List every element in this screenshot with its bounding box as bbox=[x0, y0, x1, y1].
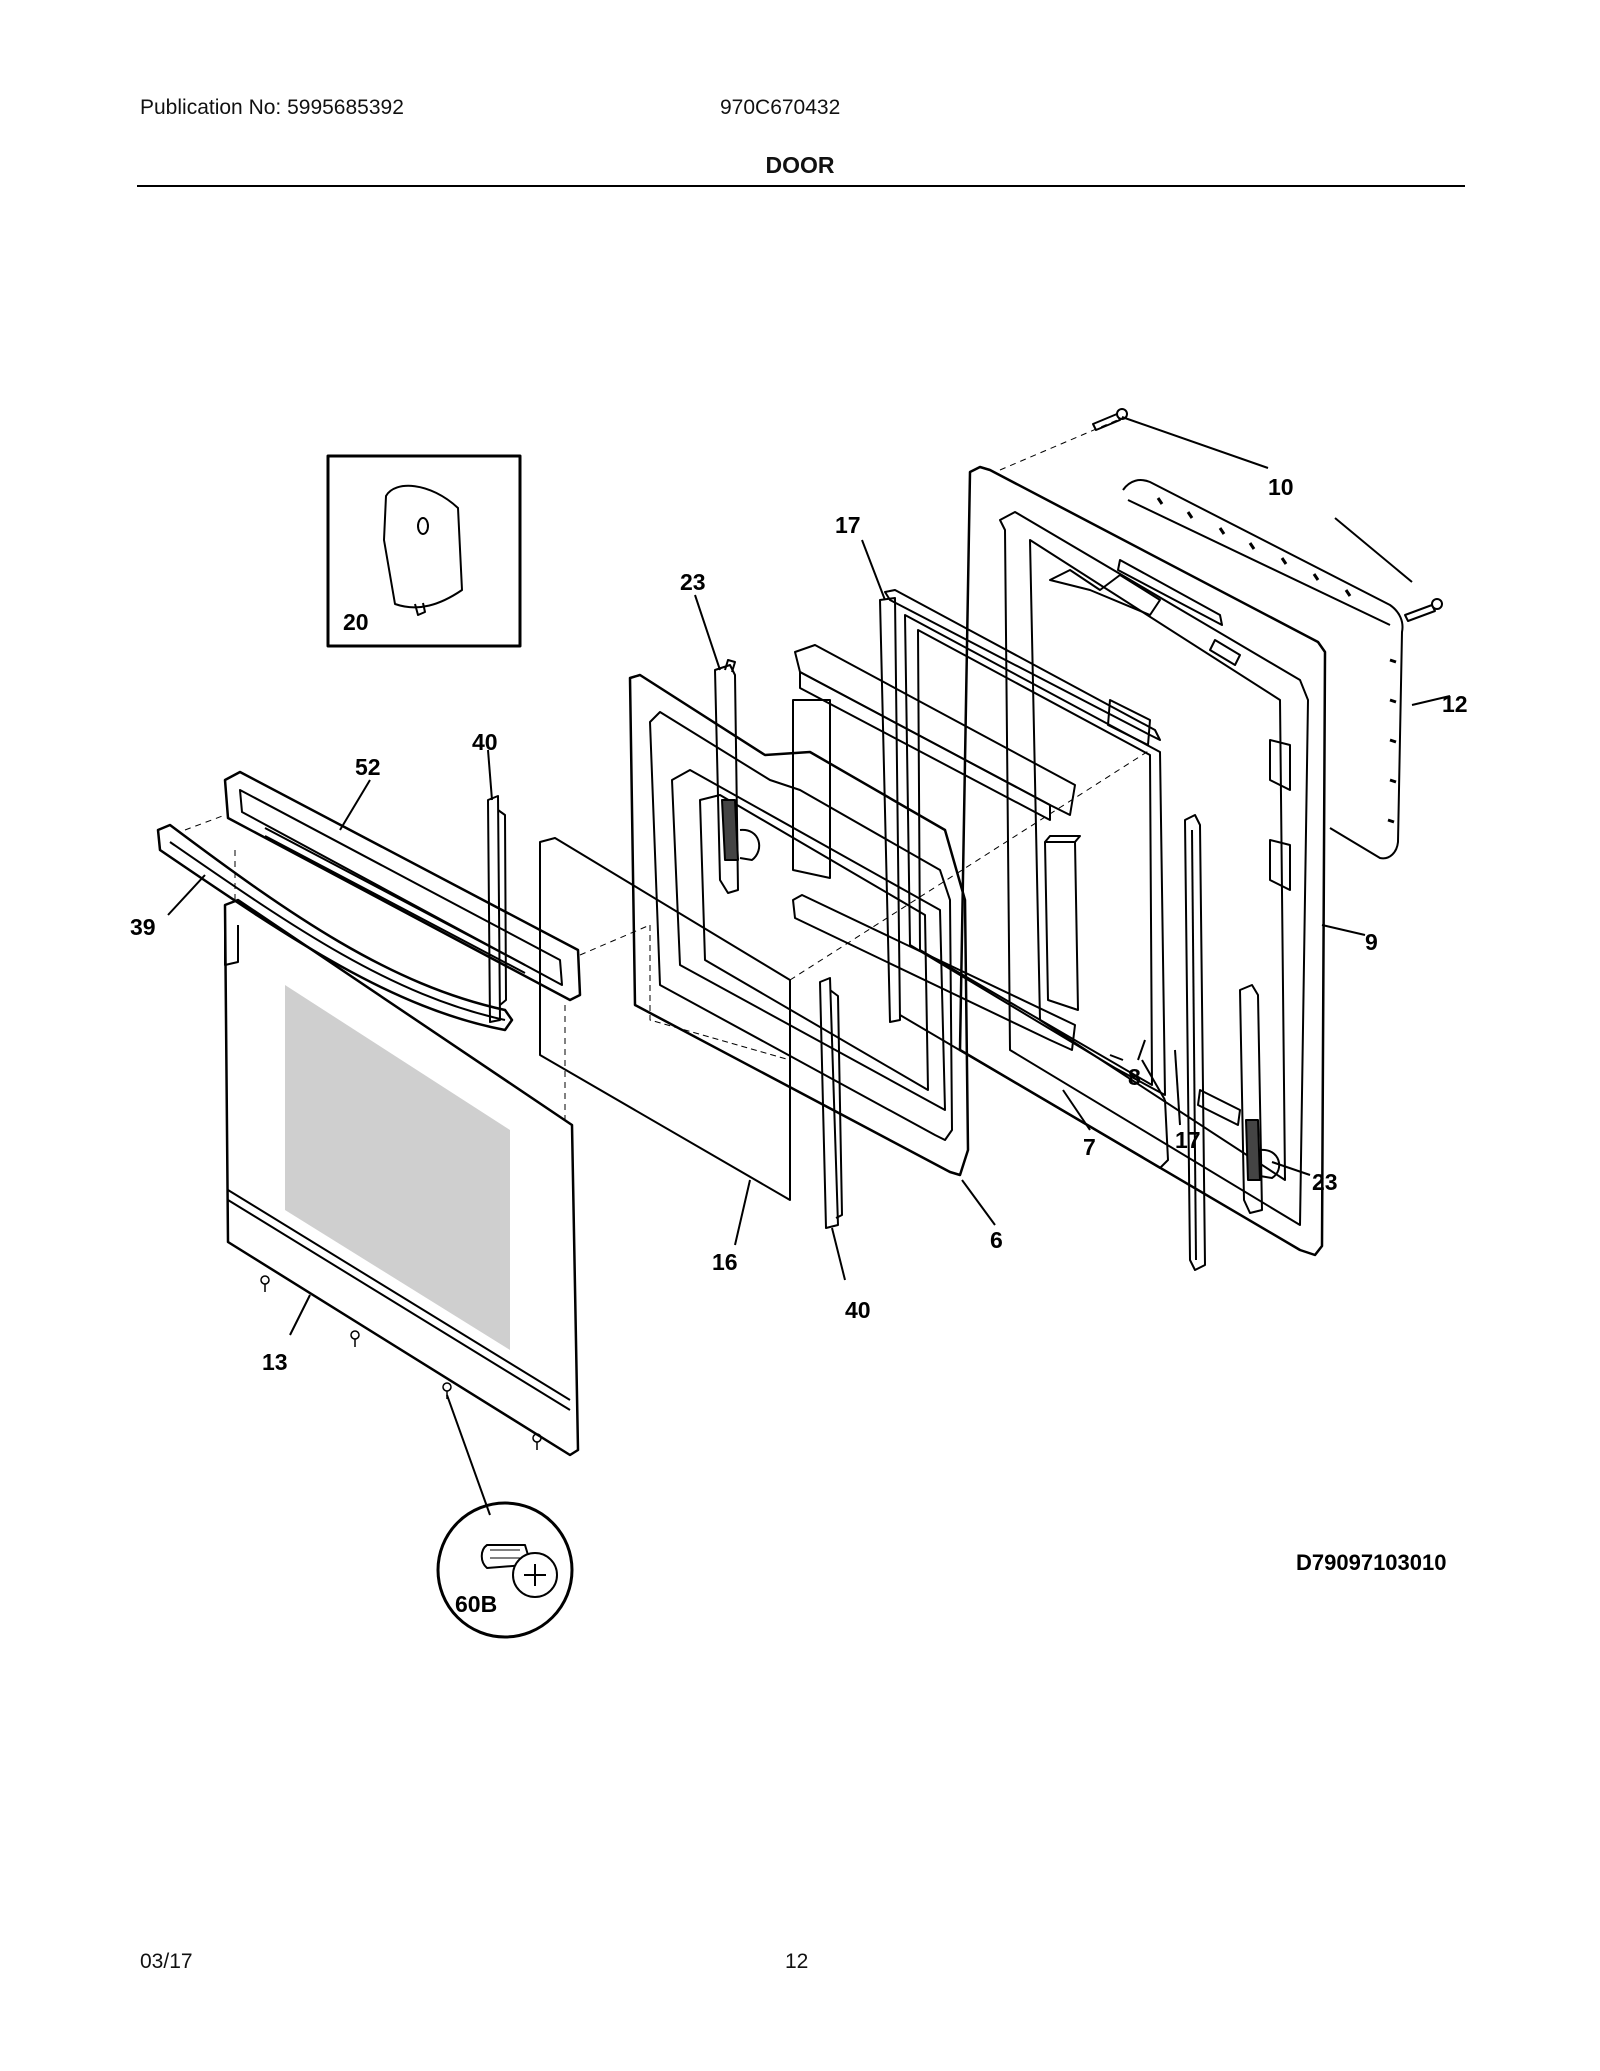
callout-17-bottom: 17 bbox=[1175, 1127, 1201, 1153]
diagram-code: D79097103010 bbox=[1296, 1550, 1446, 1575]
callout-20: 20 bbox=[343, 609, 369, 635]
callout-10: 10 bbox=[1268, 474, 1294, 500]
leader-lines bbox=[167, 539, 1366, 1516]
callout-39: 39 bbox=[130, 914, 156, 940]
insulation-blocks-7 bbox=[792, 644, 1081, 1051]
callout-40-top: 40 bbox=[472, 729, 498, 755]
slide-40-upper bbox=[487, 795, 507, 1023]
outer-door-13 bbox=[223, 898, 580, 1457]
page-title: DOOR bbox=[765, 152, 835, 178]
callout-23-bottom: 23 bbox=[1312, 1169, 1338, 1195]
page-number: 12 bbox=[785, 1950, 809, 1973]
top-trim-52 bbox=[223, 770, 582, 1002]
publication-number: Publication No: 5995685392 bbox=[140, 96, 404, 119]
door-gasket-12 bbox=[1122, 479, 1404, 860]
inset-part-20 bbox=[326, 454, 522, 648]
callout-9: 9 bbox=[1365, 929, 1378, 955]
inner-door-6 bbox=[628, 673, 970, 1177]
header-rule bbox=[137, 185, 1465, 187]
detail-60b bbox=[436, 1501, 574, 1639]
callout-13: 13 bbox=[262, 1349, 288, 1375]
alignment-lines bbox=[184, 417, 1151, 1125]
glass-panel-16 bbox=[539, 837, 791, 1201]
callout-6: 6 bbox=[990, 1227, 1003, 1253]
model-number: 970C670432 bbox=[720, 96, 841, 119]
door-handle-39 bbox=[156, 823, 514, 1032]
callout-60b: 60B bbox=[455, 1591, 497, 1617]
screw-right bbox=[1404, 598, 1443, 622]
callout-40-bottom: 40 bbox=[845, 1297, 871, 1323]
side-strip-17 bbox=[1184, 814, 1206, 1271]
callout-8: 8 bbox=[1128, 1064, 1141, 1090]
callout-52: 52 bbox=[355, 754, 381, 780]
screw-top bbox=[1092, 408, 1128, 431]
hinge-23-left bbox=[714, 659, 761, 894]
slide-40-lower bbox=[819, 977, 843, 1229]
callout-23-top: 23 bbox=[680, 569, 706, 595]
callout-17-top: 17 bbox=[835, 512, 861, 538]
window-pack-frame bbox=[879, 589, 1169, 1169]
callout-7: 7 bbox=[1083, 1134, 1096, 1160]
callout-16: 16 bbox=[712, 1249, 738, 1275]
callout-12: 12 bbox=[1442, 691, 1468, 717]
footer-date: 03/17 bbox=[140, 1950, 193, 1973]
hinge-23-right bbox=[1239, 984, 1281, 1214]
door-liner-9 bbox=[958, 465, 1327, 1257]
